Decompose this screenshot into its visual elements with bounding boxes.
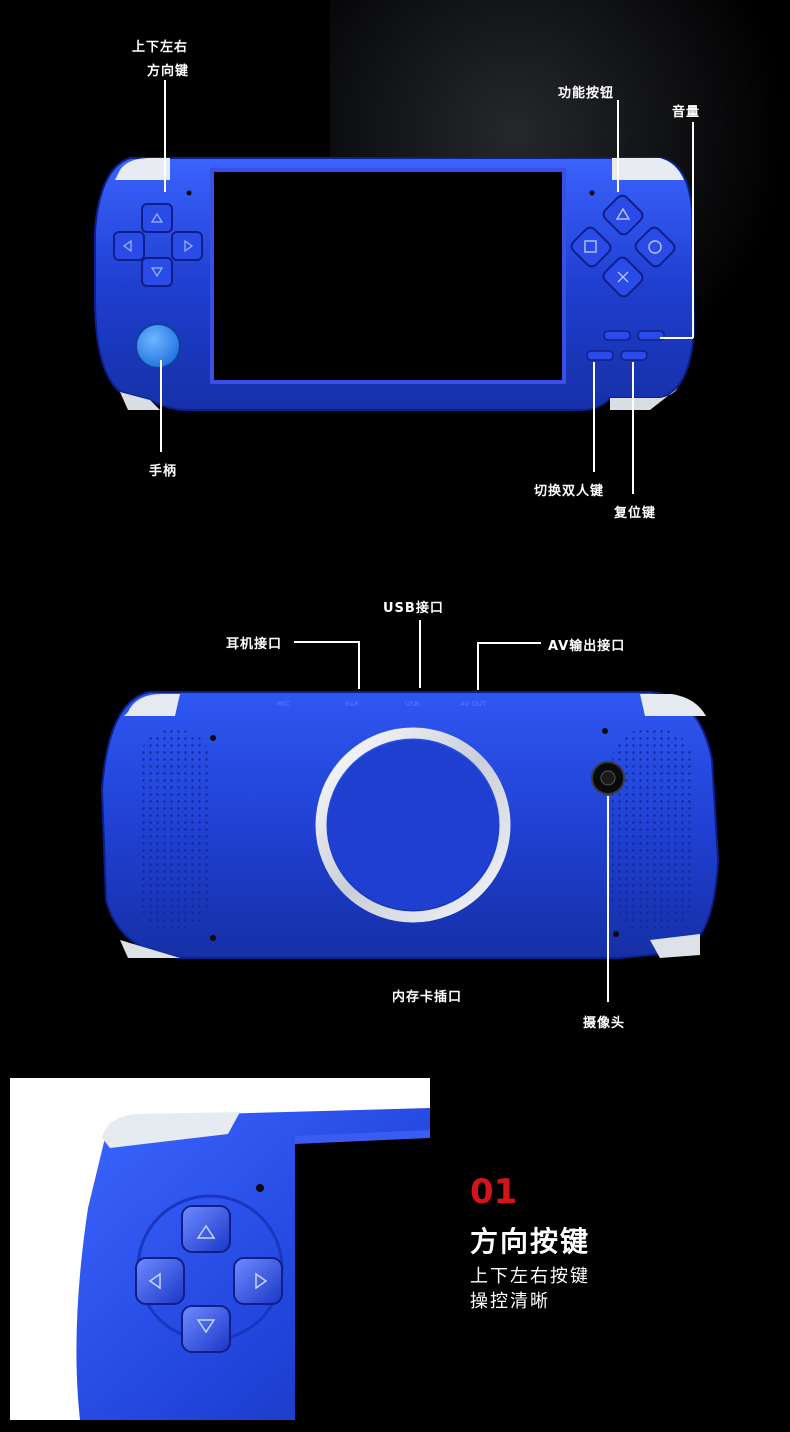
label-reset: 复位键	[614, 506, 657, 521]
feature-description-line2: 操控清晰	[470, 1291, 550, 1312]
label-joystick: 手柄	[149, 464, 178, 479]
label-memory-card-slot: 内存卡插口	[392, 990, 463, 1005]
label-earphone-port: 耳机接口	[226, 637, 283, 652]
callout-function	[617, 100, 619, 192]
callout-joystick	[160, 360, 162, 452]
console-back-illustration	[100, 691, 720, 959]
callout-volume-h	[660, 337, 693, 339]
callout-av-out-v	[477, 642, 479, 690]
callout-switch-players	[593, 362, 595, 472]
callout-usb	[419, 620, 421, 688]
label-camera: 摄像头	[583, 1016, 626, 1031]
port-mark-ear: EAR	[345, 700, 360, 708]
feature-title: 方向按键	[470, 1225, 591, 1258]
dpad-front	[113, 203, 203, 287]
label-usb-port: USB接口	[383, 601, 444, 616]
port-mark-usb: USB	[405, 700, 420, 708]
detail-photo	[10, 1078, 430, 1420]
callout-earphone-v	[358, 641, 360, 689]
label-dpad-line1: 上下左右	[132, 40, 189, 55]
callout-av-out-h	[477, 642, 541, 644]
label-volume: 音量	[672, 105, 701, 120]
label-function-buttons: 功能按钮	[558, 86, 615, 101]
feature-number: 01	[470, 1172, 518, 1212]
callout-earphone-h	[294, 641, 360, 643]
label-av-out-port: AV输出接口	[548, 639, 626, 654]
port-mark-av-out: AV OUT	[460, 700, 487, 708]
callout-dpad	[164, 80, 166, 192]
feature-description-line1: 上下左右按键	[470, 1266, 590, 1287]
callout-camera	[607, 796, 609, 1002]
callout-reset	[632, 362, 634, 494]
label-switch-players: 切换双人键	[534, 484, 605, 499]
port-mark-mic: MIC	[277, 700, 290, 708]
label-dpad-line2: 方向键	[147, 64, 190, 79]
callout-volume-v	[692, 122, 694, 338]
console-front-illustration	[94, 157, 696, 411]
